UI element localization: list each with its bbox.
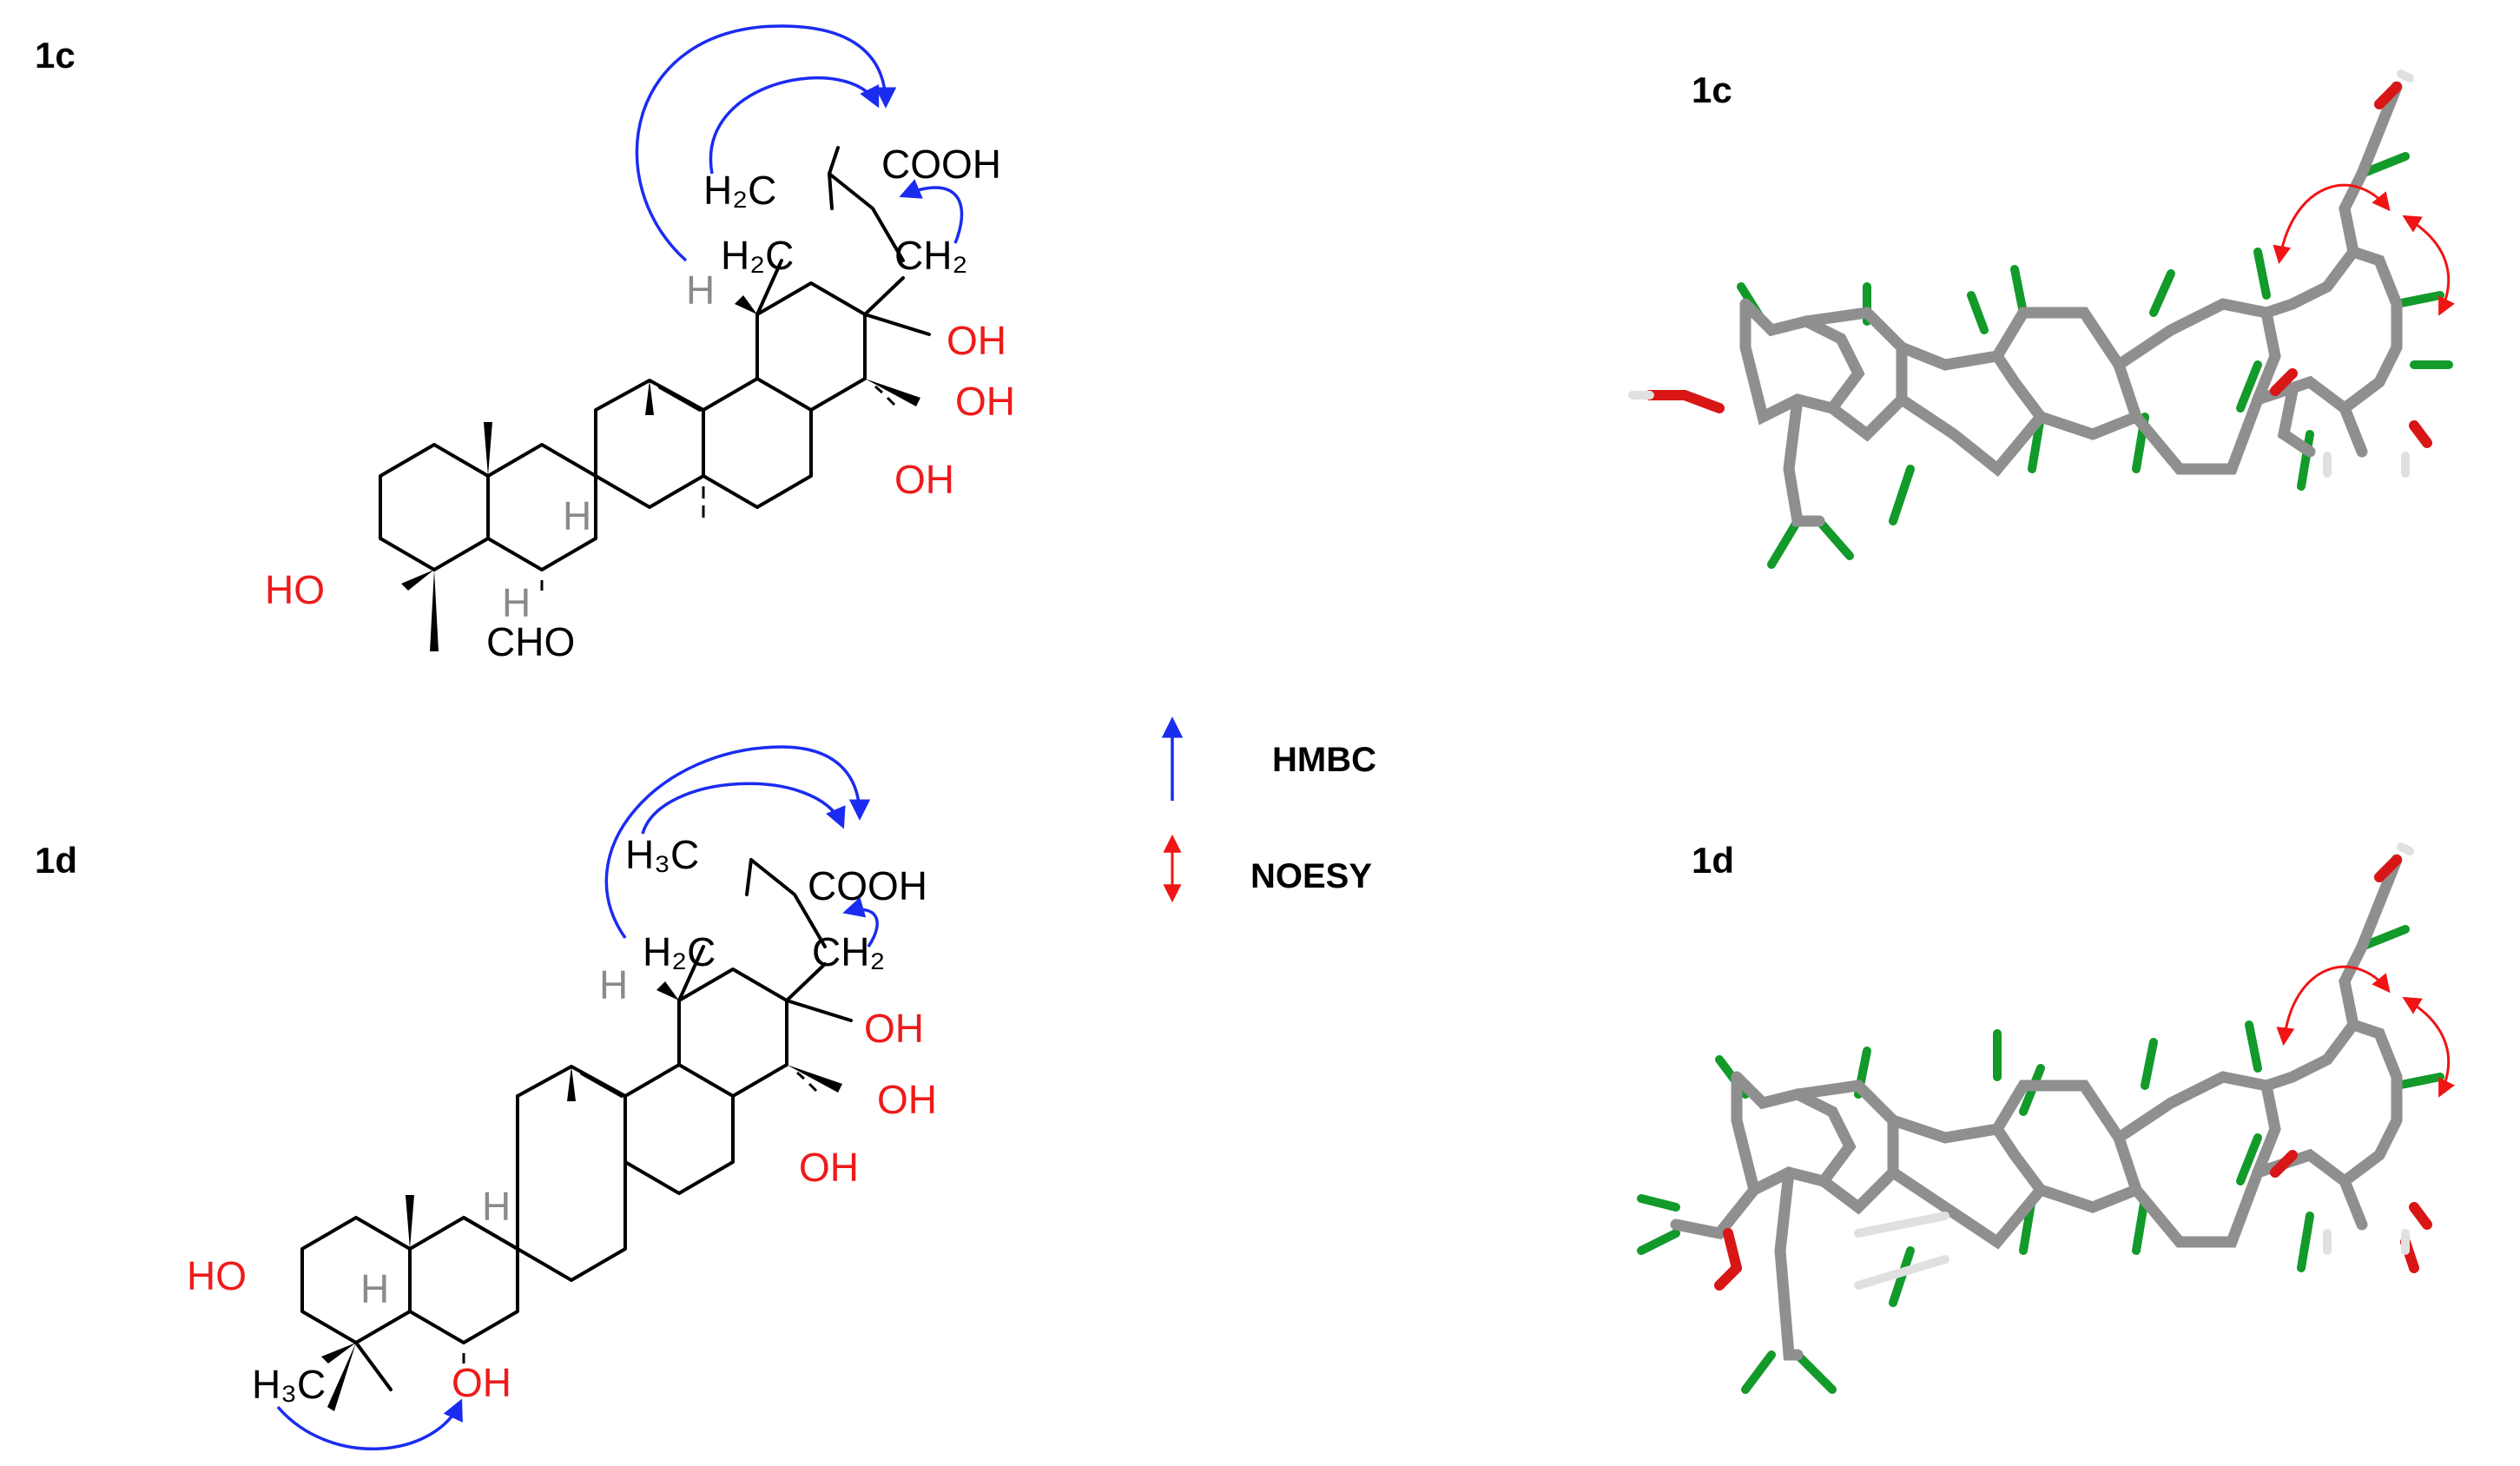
model-1c-oxygens: [1628, 69, 2432, 478]
cooh-label: COOH: [881, 142, 1001, 187]
model-1d-carbons: [1670, 854, 2403, 1361]
noesy-legend-label: NOESY: [1250, 857, 1372, 895]
molecule-1d-bonds: [300, 858, 853, 1411]
noesy-arrow-1d-b: [2402, 996, 2455, 1098]
oh-22-label: OH: [864, 1006, 924, 1051]
model-1c-carbons: [1739, 81, 2403, 527]
model-1c-noesy: [2273, 183, 2455, 316]
cho-label: CHO: [486, 619, 575, 664]
hmbc-arrow-1d-d: [276, 1398, 463, 1451]
molecule-1d-structure: COOH H₃C H₂C CH₂ H OH OH OH HO H₃C OH H …: [187, 745, 937, 1451]
panel-label-1d-2d: 1d: [35, 840, 77, 881]
oh-24-label: OH: [452, 1360, 511, 1405]
model-1c-3d: [1628, 69, 2455, 569]
oh-28-label: OH: [877, 1077, 937, 1122]
panel-label-1c-2d: 1c: [35, 35, 76, 76]
molecule-1c-bonds: [379, 146, 931, 651]
oh-28-label: OH: [955, 379, 1015, 424]
noesy-arrow-1d-a: [2276, 965, 2391, 1047]
oh-3-label: HO: [187, 1253, 247, 1298]
panel-label-1c-3d: 1c: [1692, 69, 1732, 110]
hmbc-legend-label: HMBC: [1272, 741, 1376, 779]
h-gray-label: H: [599, 962, 628, 1007]
oh-16-label: OH: [799, 1145, 859, 1190]
hmbc-arrow-1c-a: [635, 24, 897, 262]
oh-16-label: OH: [894, 457, 954, 502]
hmbc-arrow-1d-c: [842, 896, 879, 948]
ch3-top-label: H₃C: [625, 832, 699, 877]
panel-label-1d-3d: 1d: [1692, 840, 1734, 881]
oh-22-label: OH: [947, 318, 1006, 363]
ch2-left-label: H₂C: [643, 929, 716, 974]
h-5-label: H: [502, 580, 531, 625]
cooh-label: COOH: [808, 863, 927, 908]
model-1d-3d: [1637, 842, 2455, 1394]
h-9-label: H: [482, 1184, 511, 1229]
hmbc-arrow-1d-a: [604, 745, 871, 940]
molecule-1c-structure: COOH H₂C H₂C CH₂ H OH OH OH HO CHO H H: [265, 24, 1015, 664]
oh-3-label: HO: [265, 567, 325, 612]
h-5-label: H: [360, 1266, 389, 1311]
hmbc-arrow-1c-b: [709, 76, 880, 175]
hmbc-arrow-1d-b: [641, 782, 846, 835]
model-1d-oxygens: [1714, 842, 2432, 1291]
legend: HMBC NOESY: [1161, 716, 1376, 903]
model-1d-noesy: [2276, 965, 2455, 1098]
h-9-label: H: [563, 493, 591, 538]
ch2-top-label: H₂C: [703, 168, 776, 213]
h-gray-label: H: [686, 267, 715, 313]
hmbc-arrow-1c-c: [899, 179, 964, 244]
ch2-left-label: H₂C: [721, 233, 794, 278]
noesy-arrow-1c-a: [2273, 183, 2391, 265]
ch3-low-label: H₃C: [252, 1362, 326, 1407]
noesy-arrow-1c-b: [2402, 215, 2455, 316]
